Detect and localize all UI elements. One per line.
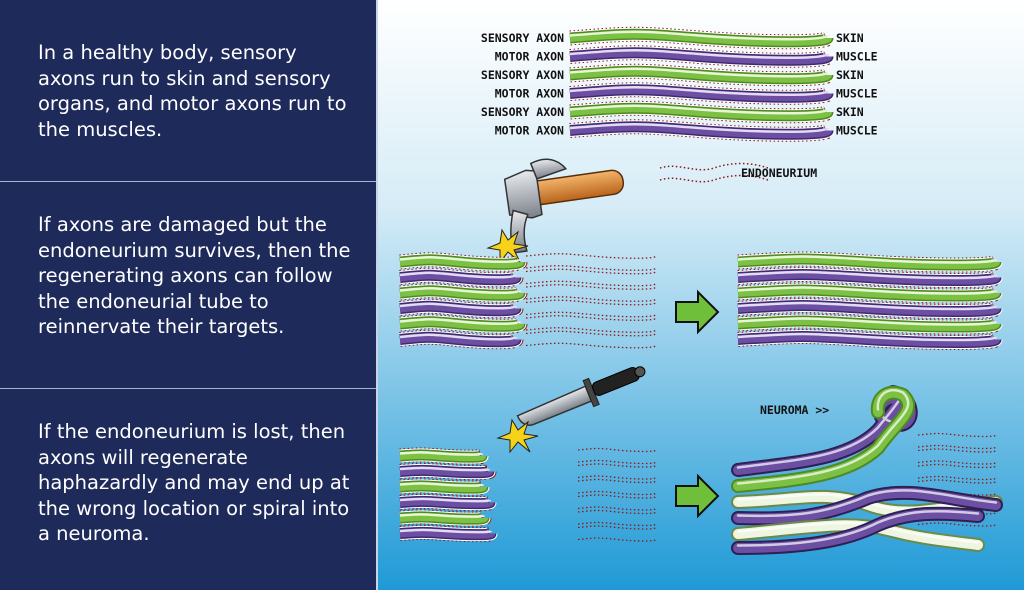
knife-icon [496, 366, 646, 454]
motor-axon [399, 298, 524, 319]
motor-axon [569, 82, 836, 105]
endoneurial-tube [577, 478, 657, 496]
neuroma-label: NEUROMA >> [760, 403, 829, 417]
endoneurial-tube [525, 315, 657, 333]
axon-target-label: MUSCLE [836, 124, 878, 138]
panel-divider [0, 181, 376, 182]
cut-panel: If the endoneurium is lost, then axons w… [0, 389, 376, 590]
diagram-area: SENSORY AXON SKIN MOTOR AXON MUSCLE SENSORY … [378, 0, 1024, 590]
axon-origin-label: SENSORY AXON [481, 105, 564, 119]
axon-origin-label: MOTOR AXON [495, 124, 564, 138]
axon-origin-label: SENSORY AXON [481, 68, 564, 82]
motor-axon [399, 462, 497, 481]
sensory-axon [399, 252, 528, 272]
endoneurial-tube [525, 330, 657, 349]
cut-nerve [399, 447, 657, 543]
healthy-panel: In a healthy body, sensory axons run to … [0, 0, 376, 181]
regenerated-nerve [737, 251, 1004, 350]
motor-axon [399, 329, 524, 350]
motor-axon [737, 267, 1004, 288]
right-arrow-icon [675, 289, 720, 335]
sensory-axon [399, 447, 490, 465]
axon-origin-label: SENSORY AXON [481, 31, 564, 45]
sensory-axon [569, 63, 836, 87]
right-arrow-icon [675, 473, 720, 519]
sensory-axon [399, 314, 528, 334]
motor-axon [737, 329, 1004, 350]
endoneurial-tube [577, 525, 657, 542]
endoneurium-sample [659, 162, 769, 171]
healthy-labels: SENSORY AXON SKIN MOTOR AXON MUSCLE SENSORY … [481, 31, 878, 138]
sensory-axon [399, 283, 528, 303]
endoneurial-tube [577, 509, 657, 527]
endoneurial-tube [917, 448, 997, 465]
impact-spark-icon [496, 418, 539, 454]
axon-target-label: MUSCLE [836, 87, 878, 101]
neuroma-strand [731, 385, 916, 493]
misrouted-axon [731, 506, 985, 555]
motor-axon [399, 524, 499, 543]
hammer-icon [486, 158, 625, 264]
sensory-axon [399, 478, 491, 496]
axon-target-label: SKIN [836, 31, 864, 45]
cut-text: If the endoneurium is lost, then axons w… [38, 420, 350, 545]
panel-divider [0, 388, 376, 389]
explanation-panel: In a healthy body, sensory axons run to … [0, 0, 378, 590]
axon-origin-label: MOTOR AXON [495, 87, 564, 101]
crushed-nerve [399, 252, 657, 350]
haphazard-regrowth [731, 385, 1003, 555]
healthy-text: In a healthy body, sensory axons run to … [38, 41, 347, 141]
motor-axon [569, 119, 836, 142]
axon-target-label: SKIN [836, 68, 864, 82]
crush-panel: If axons are damaged but the endoneurium… [0, 182, 376, 388]
endoneurium-label: ENDONEURIUM [741, 166, 817, 180]
sensory-axon [737, 313, 1004, 335]
motor-axon [569, 45, 836, 68]
axon-target-label: MUSCLE [836, 50, 878, 64]
endoneurium-legend: ENDONEURIUM [659, 162, 817, 183]
endoneurium-sample [659, 174, 769, 183]
nerve-regeneration-diagram: SENSORY AXON SKIN MOTOR AXON MUSCLE SENSORY … [378, 0, 1024, 590]
endoneurial-tube [525, 299, 657, 318]
motor-axon [737, 298, 1004, 319]
healthy-nerve [569, 26, 836, 142]
endoneurial-tube [525, 284, 657, 302]
sensory-axon [399, 509, 492, 527]
motor-axon [399, 493, 498, 512]
endoneurial-tube [525, 253, 657, 271]
endoneurial-tube [577, 447, 657, 465]
sensory-axon [569, 100, 836, 124]
endoneurial-tube [917, 463, 997, 481]
axon-target-label: SKIN [836, 105, 864, 119]
endoneurial-tube [917, 432, 997, 450]
endoneurial-tube [577, 494, 657, 511]
sensory-axon [569, 26, 836, 50]
motor-axon [399, 267, 524, 288]
crush-text: If axons are damaged but the endoneurium… [38, 213, 351, 338]
sensory-axon [737, 251, 1004, 273]
misrouted-axon [731, 485, 1003, 526]
endoneurial-tube [577, 463, 657, 480]
sensory-axon [737, 282, 1004, 304]
axon-origin-label: MOTOR AXON [495, 50, 564, 64]
endoneurial-tube [525, 268, 657, 287]
